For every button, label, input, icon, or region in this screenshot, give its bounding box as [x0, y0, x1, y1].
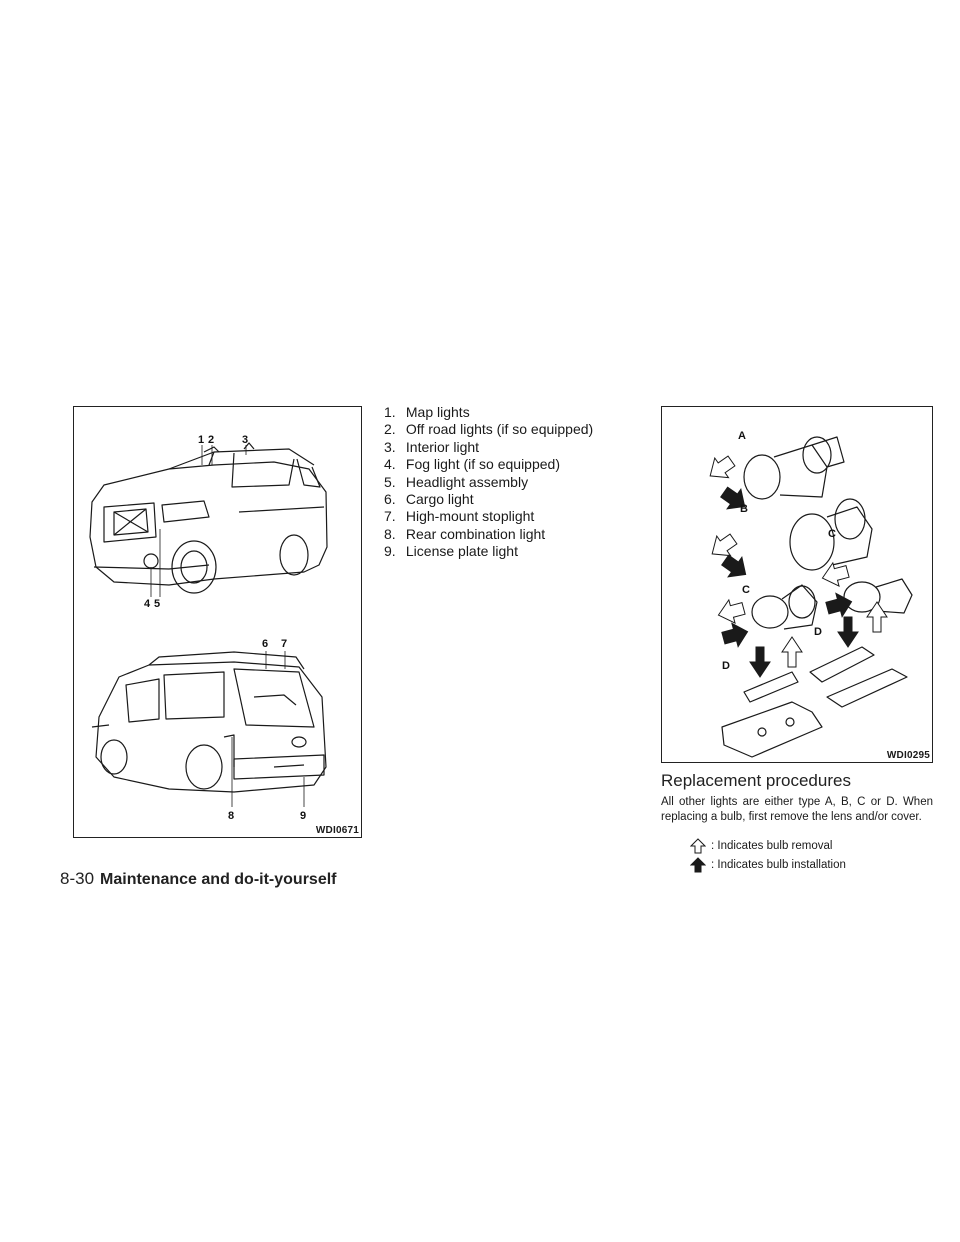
callout-9: 9 — [300, 810, 306, 822]
legend-item: 1. Map lights — [384, 404, 470, 420]
label-d-right: D — [814, 626, 822, 638]
vehicle-lights-figure: 1 2 3 4 5 6 7 8 9 — [73, 406, 362, 838]
install-arrow-icon — [690, 857, 706, 873]
legend-item: 8. Rear combination light — [384, 525, 546, 542]
legend-item: 7. High-mount stoplight — [384, 508, 535, 525]
figure-code-right: WDI0295 — [886, 750, 930, 761]
legend-item: 6. Cargo light — [384, 491, 474, 508]
figure-code-left: WDI0671 — [315, 825, 359, 836]
vehicle-illustration: 1 2 3 4 5 6 7 8 9 — [89, 434, 328, 822]
page-footer: 8-30 Maintenance and do-it-yourself — [60, 869, 337, 889]
callout-1: 1 — [198, 434, 204, 446]
callout-7: 7 — [281, 638, 287, 650]
section-body: All other lights are either type A, B, C… — [661, 796, 933, 823]
chapter-title: Maintenance and do-it-yourself — [100, 871, 337, 888]
label-c-right: C — [828, 528, 836, 540]
legend-item: 9. License plate light — [384, 543, 518, 560]
legend-item: 5. Headlight assembly — [384, 473, 529, 490]
callout-3: 3 — [242, 434, 248, 446]
label-c-middle: C — [742, 584, 750, 596]
label-a: A — [738, 430, 746, 442]
callout-8: 8 — [228, 810, 234, 822]
legend-item: 4. Fog light (if so equipped) — [384, 456, 560, 473]
removal-legend-text: : Indicates bulb removal — [711, 840, 833, 852]
legend-item: 3. Interior light — [384, 438, 480, 455]
removal-legend-row: : Indicates bulb removal — [690, 838, 832, 854]
install-legend-text: : Indicates bulb installation — [711, 859, 846, 871]
bulb-illustration: A B C C D D — [709, 430, 913, 758]
install-legend-row: : Indicates bulb installation — [690, 857, 846, 873]
callout-6: 6 — [262, 638, 268, 650]
legend-item: 2. Off road lights (if so equipped) — [384, 421, 594, 438]
callout-5: 5 — [154, 598, 160, 610]
light-legend-list: 1. Map lights 2. Off road lights (if so … — [384, 404, 593, 561]
removal-arrow-icon — [690, 838, 706, 854]
label-d-lower: D — [722, 660, 730, 672]
label-b: B — [740, 503, 748, 515]
bulb-types-figure: A B C C D D WDI0295 — [661, 406, 933, 763]
section-heading: Replacement procedures — [661, 771, 851, 790]
callout-2: 2 — [208, 434, 214, 446]
page-number: 8-30 — [60, 869, 95, 888]
callout-4: 4 — [144, 598, 151, 610]
